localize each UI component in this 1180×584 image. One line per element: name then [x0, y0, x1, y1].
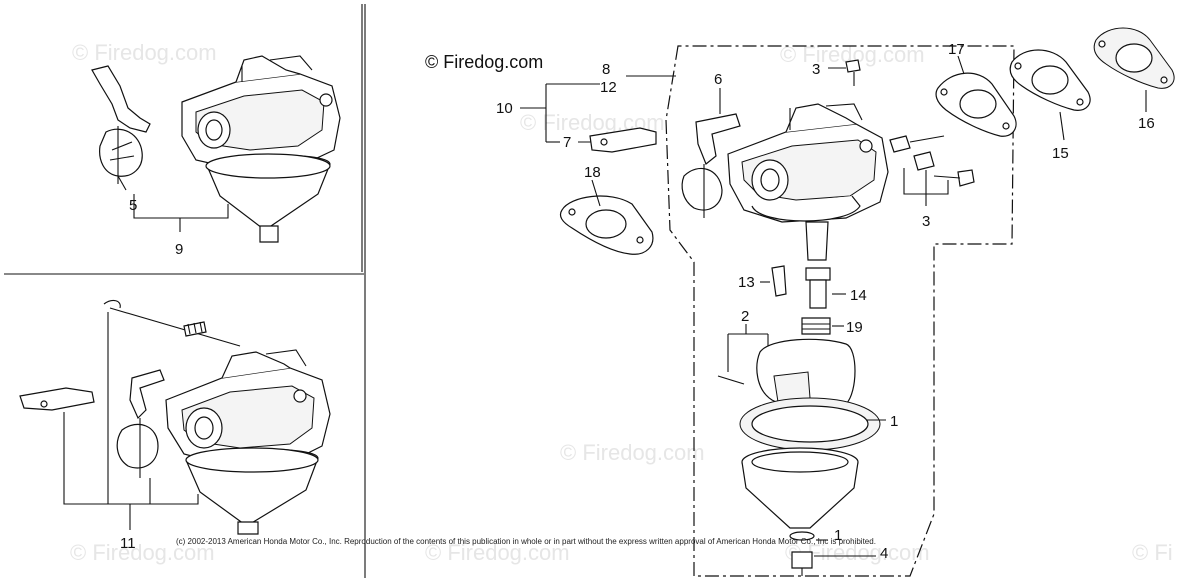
callout-2: 2: [741, 308, 749, 325]
gasket-16: [1093, 27, 1175, 112]
gasket-18: [559, 179, 654, 255]
watermark: © Firedog.com: [560, 440, 705, 465]
watermark: © Firedog.com: [70, 540, 215, 565]
callout-9: 9: [175, 241, 183, 258]
screw-3-top: [828, 59, 861, 86]
callout-12: 12: [600, 79, 617, 96]
panel-borders: [4, 4, 366, 578]
callout-1: 1: [890, 413, 898, 430]
watermark: © Fi: [1132, 540, 1173, 565]
gasket-17: [935, 55, 1017, 137]
rod-hook: [103, 299, 121, 309]
carburetor-body-main: [727, 103, 889, 261]
copyright-notice: (c) 2002-2013 American Honda Motor Co., …: [176, 537, 876, 546]
callout-16: 16: [1138, 115, 1155, 132]
choke-plate-part: [116, 369, 165, 478]
callout-17: 17: [948, 41, 965, 58]
watermark: © Firedog.com: [425, 540, 570, 565]
drain-bolt-4: [791, 551, 876, 576]
callout-5: 5: [129, 197, 137, 214]
panel-bottom-left: 11: [19, 299, 331, 552]
carburetor-assembly-bottom-left: [165, 349, 331, 535]
washer-1: [789, 531, 828, 541]
callout-10: 10: [496, 100, 513, 117]
callout-15: 15: [1052, 145, 1069, 162]
callout-7: 7: [563, 134, 571, 151]
callout-3-top: 3: [812, 61, 820, 78]
main-jet-14: [805, 267, 846, 309]
choke-lever-part: [91, 65, 151, 184]
choke-assembly-6: [681, 88, 741, 218]
callout-3: 3: [922, 213, 930, 230]
callout-19: 19: [846, 319, 863, 336]
gasket-15: [1009, 49, 1091, 141]
jet-19: [801, 317, 844, 335]
assembly-outline: [665, 45, 1015, 577]
panel-main: 8 12 10 7 18 6: [496, 27, 1175, 577]
callout-leaders-bottom-left: [63, 312, 199, 530]
callout-11: 11: [120, 535, 136, 552]
lever-arm-part: [19, 387, 95, 411]
throttle-rod: [109, 307, 241, 347]
callout-1-washer: 1: [834, 527, 842, 544]
bowl-gasket-1: [739, 397, 886, 451]
callout-13: 13: [738, 274, 755, 291]
screw-set-3: [889, 135, 975, 206]
spring-part: [183, 321, 207, 337]
callout-6: 6: [714, 71, 722, 88]
callout-4: 4: [880, 545, 888, 562]
carburetor-assembly-top-left: [181, 55, 341, 243]
float-assembly-2: [717, 324, 856, 411]
float-pin: [717, 375, 745, 385]
firedog-credit: © Firedog.com: [425, 52, 543, 72]
callout-14: 14: [850, 287, 867, 304]
float-valve-13: [760, 265, 787, 297]
callout-leaders-top-left: [117, 175, 229, 232]
watermark: © Firedog.com: [72, 40, 217, 65]
lever-arm-7: [589, 127, 657, 153]
callout-18: 18: [584, 164, 601, 181]
panel-top-left: 5 9: [91, 55, 341, 258]
callout-8: 8: [602, 61, 610, 78]
float-bowl: [741, 447, 859, 529]
